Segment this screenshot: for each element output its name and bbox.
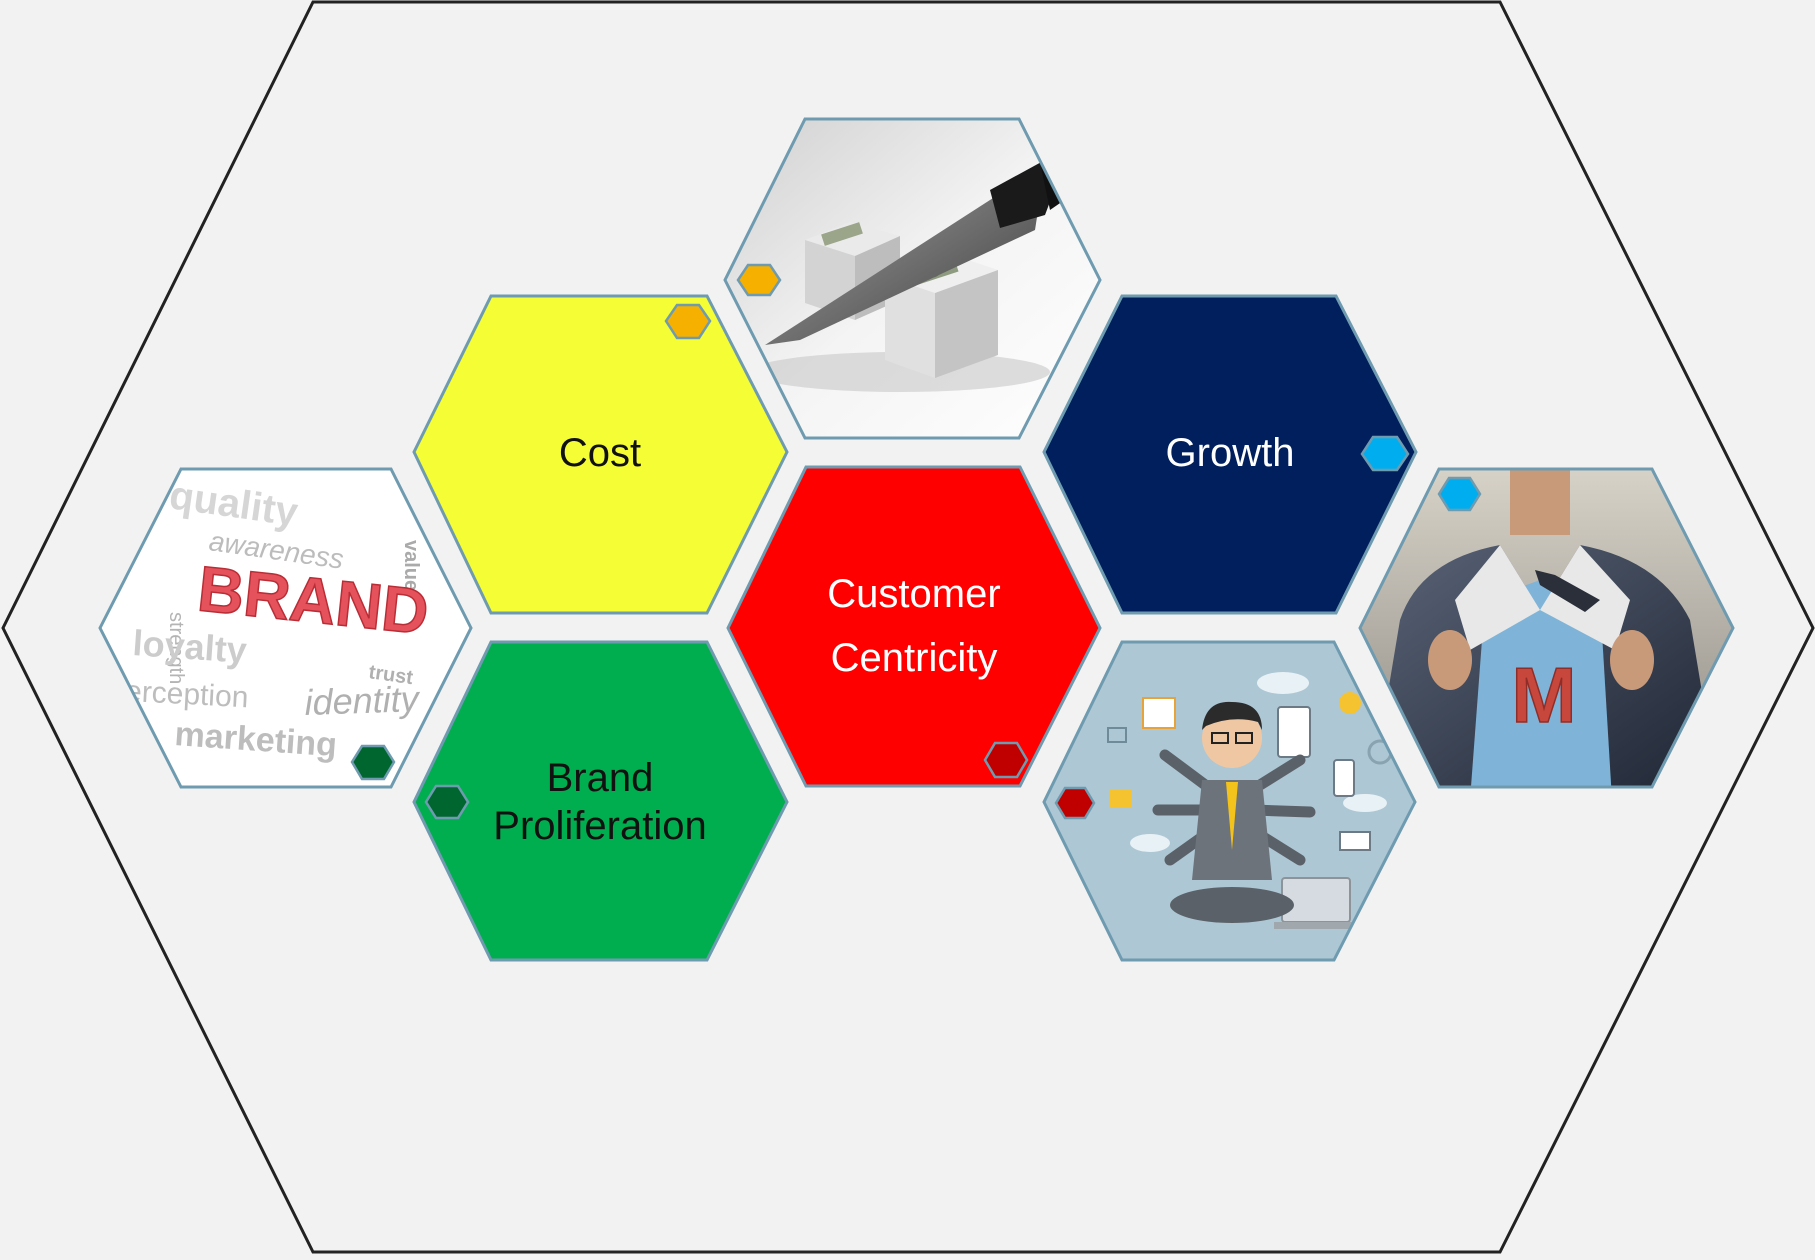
brand-word-identity: identity (304, 678, 421, 723)
cost-label: Cost (559, 431, 641, 475)
brand-word-cloud-image: quality awareness strength value BRAND l… (98, 467, 473, 789)
superhero-letter: M (1512, 651, 1577, 739)
brand-word-loyalty: loyalty (131, 622, 248, 671)
superhero-businessman-image: M (1358, 467, 1735, 789)
badge-superhero-hexagon (1437, 476, 1482, 512)
multitasking-businessman-image (1042, 640, 1417, 962)
cost-hexagon: Cost (412, 294, 789, 615)
badge-customer-hexagon (983, 741, 1029, 779)
badge-multitask-hexagon (1054, 786, 1096, 820)
brand-proliferation-label-line2: Proliferation (493, 804, 706, 848)
badge-cost-hexagon (664, 303, 712, 340)
brand-word-value: value (400, 540, 422, 591)
badge-growth-hexagon (1360, 435, 1410, 472)
brand-proliferation-hexagon: Brand Proliferation (412, 640, 789, 962)
brand-proliferation-label-line1: Brand (547, 756, 654, 800)
customer-centricity-label-line2: Centricity (831, 636, 998, 680)
growth-label: Growth (1166, 431, 1295, 475)
badge-knife-hexagon (736, 263, 782, 297)
badge-brand-words-hexagon (350, 744, 396, 781)
customer-centricity-label-line1: Customer (827, 572, 1000, 616)
brand-word-strength: strength (165, 612, 187, 684)
badge-brand-proliferation-hexagon (424, 784, 470, 820)
growth-hexagon: Growth (1042, 294, 1418, 615)
customer-centricity-hexagon: Customer Centricity (726, 465, 1102, 788)
